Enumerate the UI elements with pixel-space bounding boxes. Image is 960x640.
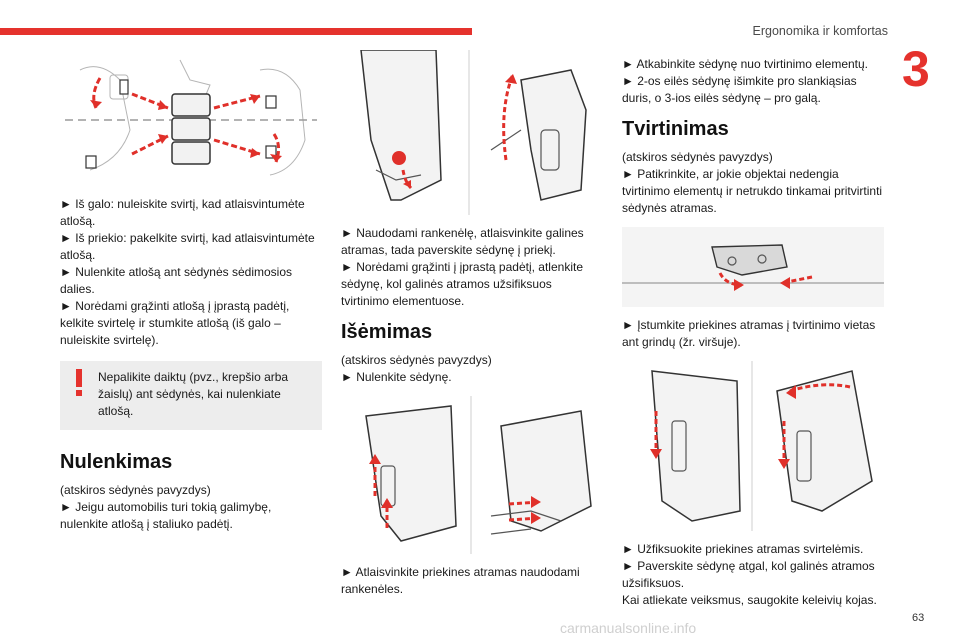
- figure-seat-release-front-supports: [341, 396, 603, 554]
- step-text: ► Iš priekio: pakelkite svirtį, kad atla…: [60, 231, 315, 262]
- step-text: ► Atlaisvinkite priekines atramas naudod…: [341, 565, 580, 596]
- column-2: ► Naudodami rankenėlę, atlaisvinkite gal…: [341, 50, 603, 598]
- step-text: ► Atkabinkite sėdynę nuo tvirtinimo elem…: [622, 57, 869, 71]
- example-note: (atskiros sėdynės pavyzdys): [622, 150, 773, 164]
- step-text: ► Iš galo: nuleiskite svirtį, kad atlais…: [60, 197, 305, 228]
- example-note: (atskiros sėdynės pavyzdys): [341, 353, 492, 367]
- step-text: ► Naudodami rankenėlę, atlaisvinkite gal…: [341, 226, 584, 257]
- section-title: Ergonomika ir komfortas: [752, 24, 888, 38]
- heading-isemimas: Išėmimas: [341, 321, 433, 343]
- header-accent-bar: [0, 28, 472, 35]
- step-text: ► Paverskite sėdynę atgal, kol galinės a…: [622, 559, 875, 590]
- chapter-number: 3: [902, 41, 930, 97]
- step-text: ► Užfiksuokite priekines atramas svirtel…: [622, 542, 864, 556]
- warning-box: Nepalikite daiktų (pvz., krepšio arba ža…: [60, 361, 322, 430]
- warning-text: Nepalikite daiktų (pvz., krepšio arba ža…: [98, 370, 289, 418]
- example-note: (atskiros sėdynės pavyzdys): [60, 483, 211, 497]
- watermark: carmanualsonline.info: [560, 620, 697, 636]
- step-text: ► Norėdami grąžinti į įprastą padėtį, at…: [341, 260, 583, 308]
- step-text: ► Norėdami grąžinti atlošą į įprastą pad…: [60, 299, 290, 347]
- heading-tvirtinimas: Tvirtinimas: [622, 118, 729, 140]
- heading-nulenkimas: Nulenkimas: [60, 451, 173, 473]
- step-text: ► Patikrinkite, ar jokie objektai nedeng…: [622, 167, 883, 215]
- page-number: 63: [912, 612, 925, 624]
- caution-text: Kai atliekate veiksmus, saugokite keleiv…: [622, 593, 877, 607]
- step-text: ► Jeigu automobilis turi tokią galimybę,…: [60, 500, 272, 531]
- column-3: ► Atkabinkite sėdynę nuo tvirtinimo elem…: [622, 50, 884, 609]
- column-1: ► Iš galo: nuleiskite svirtį, kad atlais…: [60, 50, 322, 533]
- figure-seat-tilt-forward: [341, 50, 603, 215]
- step-text: ► 2-os eilės sėdynę išimkite pro slankią…: [622, 74, 857, 105]
- step-text: ► Nulenkite atlošą ant sėdynės sėdimosio…: [60, 265, 292, 296]
- step-text: ► Įstumkite priekines atramas į tvirtini…: [622, 318, 876, 349]
- warning-exclamation-icon: [76, 369, 82, 396]
- figure-seat-lock-front-supports: [622, 361, 884, 531]
- figure-floor-anchor: [622, 227, 884, 307]
- step-text: ► Nulenkite sėdynę.: [341, 370, 452, 384]
- figure-seat-lever-diagram: [60, 50, 322, 186]
